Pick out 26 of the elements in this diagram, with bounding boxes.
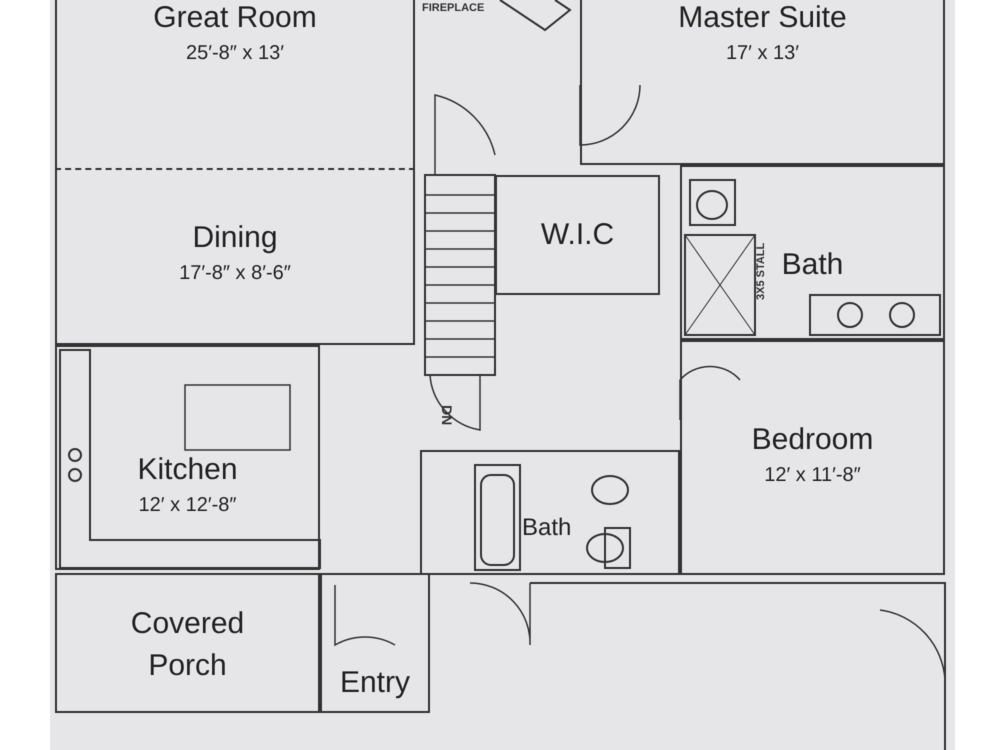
room-dimensions: 12′ x 11′-8″ <box>764 463 861 488</box>
annotation-text: FIREPLACE <box>422 2 484 14</box>
room-outline <box>420 450 680 575</box>
room-outline <box>580 0 945 165</box>
room-name: Entry <box>340 665 410 701</box>
room-name: Covered Porch <box>130 606 246 684</box>
room-name: Dining <box>192 220 278 256</box>
room-outline <box>320 573 430 713</box>
room-name: Bedroom <box>752 422 874 458</box>
room-outline <box>680 165 945 340</box>
room-name: W.I.C <box>540 217 614 253</box>
room-dimensions: 25′-8″ x 13′ <box>186 41 284 66</box>
room-name: Great Room <box>153 0 317 36</box>
room-name: Master Suite <box>678 0 847 36</box>
room-dimensions: 17′ x 13′ <box>726 41 800 66</box>
annotation-text: 3X5 STALL <box>755 242 767 300</box>
room-name: Bath <box>782 247 844 283</box>
room-name: Kitchen <box>137 452 238 488</box>
room-name: Bath <box>522 513 572 543</box>
room-outline <box>495 175 660 295</box>
room-outline <box>55 0 415 170</box>
room-outline <box>680 340 945 575</box>
room-dimensions: 17′-8″ x 8′-6″ <box>179 261 291 286</box>
room-outline <box>55 573 320 713</box>
room-dimensions: 12′ x 12′-8″ <box>138 493 236 518</box>
room-outline <box>55 170 415 345</box>
